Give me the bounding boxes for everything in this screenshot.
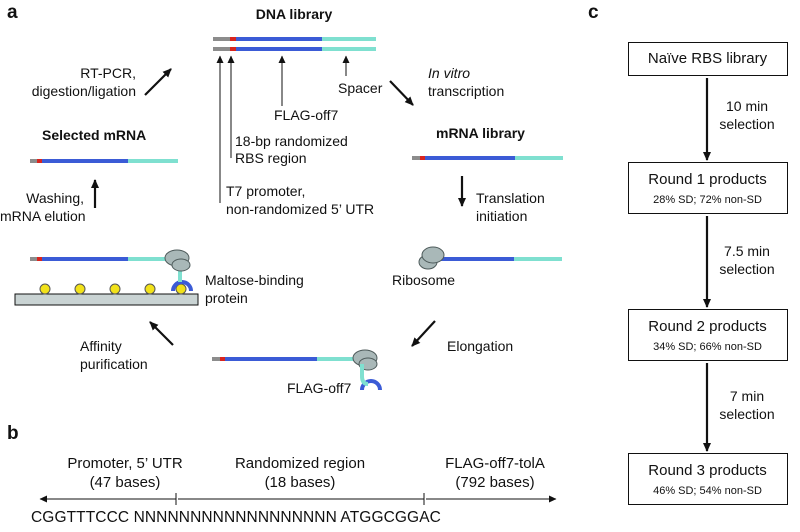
washing-line2: mRNA elution (0, 208, 86, 224)
affinity-line2: purification (80, 356, 148, 372)
flag-off7-label: FLAG-off7 (274, 107, 339, 123)
step-label: selection (719, 261, 775, 277)
mbp-line2: protein (205, 290, 248, 306)
step-time: 10 min (725, 98, 769, 114)
flow-box-naive: Naïve RBS library (628, 42, 788, 76)
translation-line1: Translation (476, 190, 545, 206)
spacer-label: Spacer (338, 80, 383, 96)
flag-tola-line2: (792 bases) (455, 474, 535, 491)
sequence: CGGTTTCCC NNNNNNNNNNNNNNNNNN ATGGCGGAC (31, 509, 441, 526)
dna-pointer-lines (216, 55, 350, 203)
selected-mrna-strand (30, 159, 178, 163)
step-label: selection (719, 406, 775, 422)
mbp-line1: Maltose-binding (205, 272, 304, 288)
promoter-line2: (47 bases) (89, 474, 161, 491)
mrna-library-strand (412, 156, 563, 160)
rtpcr-line1: RT-PCR, (80, 65, 136, 81)
rbs-label-line2: RBS region (235, 150, 307, 166)
panel-label-a: a (7, 2, 18, 23)
washing-line1: Washing, (26, 190, 84, 206)
promoter-line1: Promoter, 5’ UTR (67, 455, 183, 472)
ribosome-label: Ribosome (392, 272, 456, 288)
step-label: selection (719, 116, 775, 132)
affinity-platform (14, 249, 199, 306)
panel-label-b: b (7, 423, 19, 444)
flow-box-round2: Round 2 products 34% SD; 66% non-SD (628, 309, 788, 361)
rbs-label-line1: 18-bp randomized (235, 133, 348, 149)
dna-strand-top (213, 37, 376, 41)
flow-box-title: Naïve RBS library (647, 50, 768, 67)
flow-box-title: Round 2 products (648, 318, 767, 335)
elongation-arrow (411, 320, 436, 347)
mrna-library-title: mRNA library (436, 125, 525, 141)
transcription-arrow (389, 80, 414, 106)
transcription-label: transcription (428, 83, 505, 99)
panel-b-arrows (39, 493, 557, 505)
flow-box-title: Round 3 products (648, 462, 767, 479)
panel-label-c: c (588, 2, 599, 23)
selected-mrna-title: Selected mRNA (42, 127, 147, 143)
flow-box-sub: 28% SD; 72% non-SD (653, 194, 762, 206)
affinity-line1: Affinity (80, 338, 122, 354)
step-time: 7 min (729, 388, 765, 404)
t7-label-line1: T7 promoter, (226, 183, 306, 199)
flag-off7-bottom-label: FLAG-off7 (287, 380, 352, 396)
elongation-construct (212, 349, 382, 391)
in-vitro-label: In vitro (428, 65, 471, 81)
ribosome-initiation (418, 246, 562, 270)
flow-box-round1: Round 1 products 28% SD; 72% non-SD (628, 162, 788, 214)
dna-library-title: DNA library (255, 6, 333, 22)
flow-box-round3: Round 3 products 46% SD; 54% non-SD (628, 453, 788, 505)
step-time: 7.5 min (724, 243, 770, 259)
cycle-arrows (91, 68, 466, 347)
flow-box-sub: 46% SD; 54% non-SD (653, 485, 762, 497)
dna-strand-bottom (213, 47, 376, 51)
t7-label-line2: non-randomized 5’ UTR (226, 201, 375, 217)
affinity-arrow (149, 321, 174, 346)
random-line1: Randomized region (234, 455, 366, 472)
translation-line2: initiation (476, 208, 528, 224)
random-line2: (18 bases) (264, 474, 336, 491)
flow-box-sub: 34% SD; 66% non-SD (653, 341, 762, 353)
flag-tola-line1: FLAG-off7-tolA (445, 455, 545, 472)
rtpcr-arrow (144, 68, 172, 96)
rtpcr-line2: digestion/ligation (31, 83, 136, 99)
elongation-label: Elongation (447, 338, 514, 354)
flow-box-title: Round 1 products (648, 171, 767, 188)
